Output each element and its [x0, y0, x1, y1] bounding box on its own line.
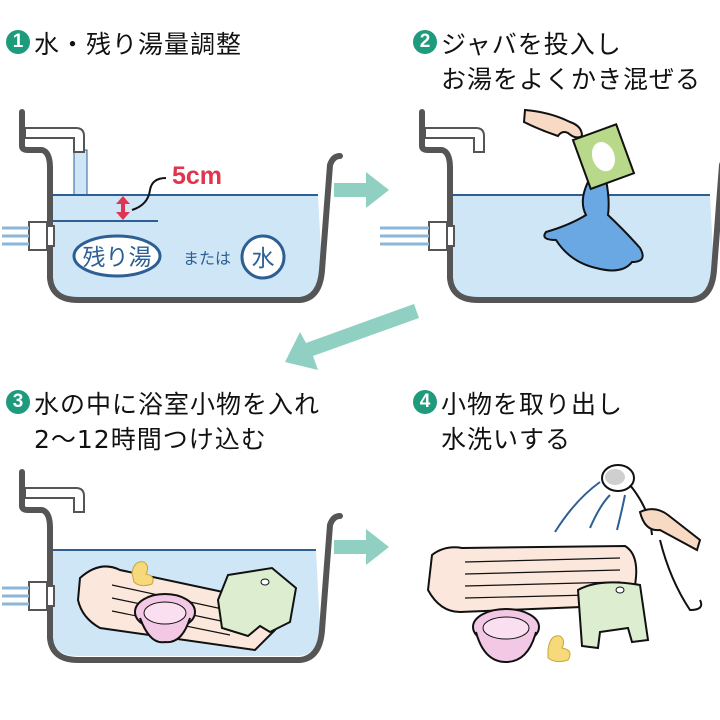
step-4-text: 小物を取り出し 水洗いする [441, 390, 624, 454]
step-1-title: 1 水・残り湯量調整 [6, 27, 242, 62]
wash-bowl-icon [134, 593, 196, 644]
bathtub-step-3 [2, 472, 340, 660]
step-1-text: 水・残り湯量調整 [34, 30, 243, 59]
water-label: 水 [252, 246, 275, 272]
depth-arrow-icon [116, 196, 130, 220]
step-4-title: 4 小物を取り出し 水洗いする [413, 387, 623, 457]
step-2-title: 2 ジャバを投入し お湯をよくかき混ぜる [413, 27, 701, 97]
leftover-water-label: 残り湯 [83, 245, 152, 271]
bathtub-step-2 [380, 108, 720, 303]
depth-label: 5cm [172, 162, 222, 190]
rubber-duck-icon [547, 635, 571, 663]
arrow-right-icon [334, 529, 389, 565]
bath-stool-icon [216, 566, 298, 638]
step-number-badge: 4 [413, 390, 437, 414]
rubber-duck-icon [131, 561, 154, 587]
step-2-text: ジャバを投入し お湯をよくかき混ぜる [441, 30, 702, 94]
step-3-title: 3 水の中に浴室小物を入れ 2～12時間つけ込む [6, 387, 320, 457]
or-label: または [183, 249, 231, 268]
spray-line [589, 494, 611, 529]
arrow-down-left-icon [285, 304, 419, 370]
hand-icon [522, 108, 584, 139]
bath-stool-icon [576, 581, 650, 650]
leftover-water-oval [72, 234, 162, 278]
spray-line [616, 494, 626, 531]
arrow-right-icon [334, 172, 389, 208]
step-number-badge: 1 [6, 30, 30, 54]
spray-line [554, 481, 601, 533]
bathtub-step-1: 5cm 残り湯 または 水 [2, 112, 340, 300]
rinse-scene [426, 464, 703, 664]
step-number-badge: 2 [413, 30, 437, 54]
wash-bowl-icon [472, 608, 540, 664]
detergent-package-icon [571, 123, 636, 191]
detergent-liquid [543, 176, 644, 272]
step-3-text: 水の中に浴室小物を入れ 2～12時間つけ込む [34, 390, 321, 454]
water-circle [240, 234, 286, 280]
step-number-badge: 3 [6, 390, 30, 414]
hand-icon [638, 508, 702, 552]
